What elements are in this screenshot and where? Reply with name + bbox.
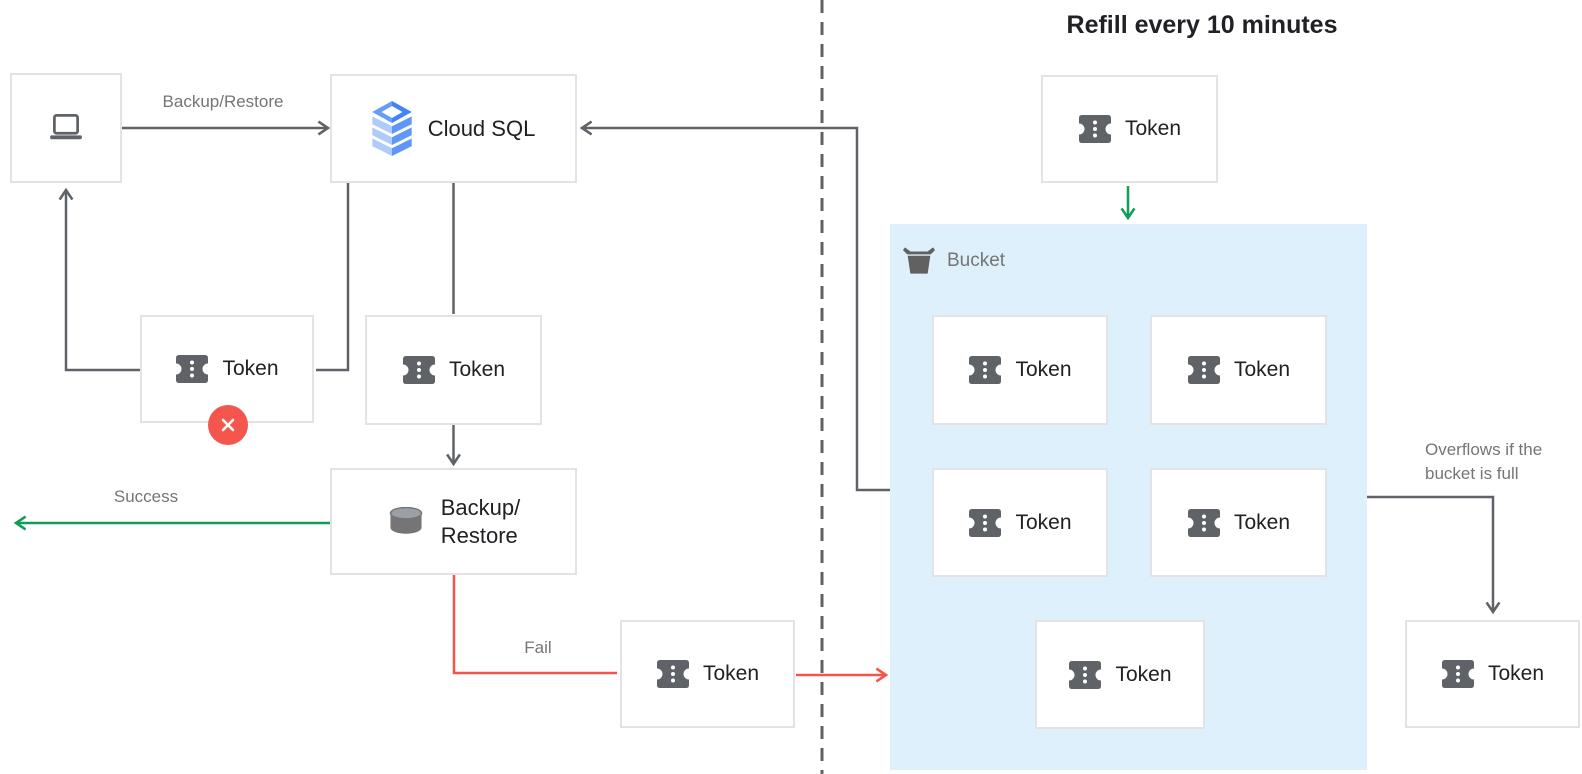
bucket-token-1: Token <box>932 315 1108 425</box>
token-box-blocked: Token <box>140 315 314 445</box>
bucket-icon <box>903 247 935 274</box>
ticket-icon <box>1068 661 1102 689</box>
cloud-sql-icon <box>372 101 412 156</box>
bucket-token-2: Token <box>1150 315 1327 425</box>
token-label: Token <box>1233 510 1291 534</box>
token-label: Token <box>1015 510 1072 534</box>
error-x-icon <box>221 418 235 432</box>
ticket-icon <box>1078 115 1112 143</box>
ticket-icon <box>1441 660 1475 688</box>
refill-title: Refill every 10 minutes <box>1066 11 1338 39</box>
ticket-icon <box>1187 509 1221 537</box>
line-fail-to-token <box>452 574 617 675</box>
client-box <box>10 73 122 183</box>
backup-restore-box: Backup/ Restore <box>330 468 577 575</box>
overflow-note: Overflows if the bucket is full <box>1425 438 1542 486</box>
backup-restore-label: Backup/ Restore <box>441 494 521 550</box>
token-box-fail: Token <box>620 620 795 728</box>
token-label: Token <box>1124 117 1182 140</box>
token-label: Token <box>1015 358 1072 381</box>
token-label: Token <box>1487 662 1545 685</box>
cloudsql-label: Cloud SQL <box>427 115 536 141</box>
fail-edge-label: Fail <box>524 638 552 657</box>
token-box-refill: Token <box>1041 75 1218 183</box>
ticket-icon <box>1187 356 1221 384</box>
database-icon <box>387 507 425 536</box>
bucket-token-5: Token <box>1035 620 1205 729</box>
line-cloudsql-to-token-blocked <box>316 182 350 372</box>
laptop-icon <box>47 113 85 143</box>
ticket-icon <box>968 509 1002 537</box>
token-label: Token <box>1233 358 1291 381</box>
cloudsql-box: Cloud SQL <box>330 74 577 183</box>
ticket-icon <box>402 356 436 384</box>
token-box-overflow: Token <box>1405 620 1580 728</box>
token-box-request: Token <box>365 315 542 425</box>
bucket-token-3: Token <box>932 468 1108 577</box>
token-label: Token <box>222 357 279 380</box>
arrow-bucket-to-cloudsql <box>579 120 890 492</box>
arrow-bucket-overflow <box>1367 495 1501 615</box>
bucket-token-4: Token <box>1150 468 1327 577</box>
ticket-icon <box>656 660 690 688</box>
arrow-token-blocked-to-client <box>58 187 141 372</box>
overflow-note-line1: Overflows if the <box>1425 440 1543 459</box>
ticket-icon <box>175 355 209 383</box>
ticket-icon <box>968 356 1002 384</box>
backup-restore-line2: Restore <box>440 522 518 548</box>
success-edge-label: Success <box>113 487 179 506</box>
bucket-label: Bucket <box>947 249 1006 271</box>
token-label: Token <box>702 662 760 685</box>
token-label: Token <box>448 358 506 381</box>
overflow-note-line2: bucket is full <box>1425 464 1519 483</box>
request-edge-label: Backup/Restore <box>162 92 284 111</box>
error-x-badge <box>208 405 248 445</box>
token-label: Token <box>1115 662 1172 686</box>
backup-restore-line1: Backup/ <box>440 494 521 520</box>
bucket-header: Bucket <box>903 246 1005 275</box>
